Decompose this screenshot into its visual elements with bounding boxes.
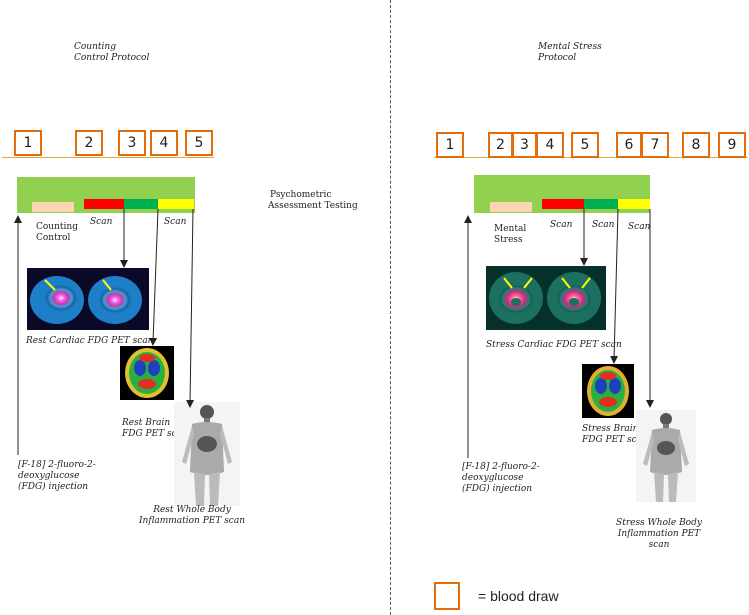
left-whole-body-pet-graphic (182, 405, 232, 506)
left-condition-segment (32, 202, 74, 212)
right-injection-line3: (FDG) injection (462, 484, 533, 494)
right-brain-arrow (610, 208, 619, 364)
left-timeline (2, 157, 214, 158)
left-condition-label: Counting Control (36, 222, 78, 244)
right-scan-label-1: Scan (550, 220, 573, 230)
right-protocol-title: Mental Stress Protocol (538, 42, 602, 64)
right-brain-pet-graphic (587, 366, 629, 416)
left-green-segment (124, 199, 158, 209)
left-blood-draw-box-2: 2 (75, 130, 103, 156)
legend-blood-draw-box (434, 582, 460, 610)
right-whole-body-pet-graphic (643, 413, 689, 502)
panel-divider (390, 0, 391, 615)
left-blood-draw-box-4: 4 (150, 130, 178, 156)
right-brain-line1: Stress Brain (582, 424, 639, 434)
right-red-segment (542, 199, 584, 209)
right-whole-body-pet-image (636, 410, 696, 502)
left-scan-label-1: Scan (90, 217, 113, 227)
left-yellow-segment (158, 199, 194, 209)
left-body-line1: Rest Whole Body (153, 505, 231, 515)
right-blood-draw-box-4: 4 (536, 132, 564, 158)
right-brain-pet-image (582, 364, 634, 418)
legend-text: = blood draw (478, 588, 559, 604)
left-blood-draw-box-3: 3 (118, 130, 146, 156)
right-cardiac-label: Stress Cardiac FDG PET scan (486, 340, 622, 350)
right-cardiac-pet-graphic (489, 272, 601, 324)
right-injection-line1: [F-18] 2-fluoro-2- (462, 462, 540, 472)
psych-line1: Psychometric (270, 190, 332, 200)
right-body-label: Stress Whole Body Inflammation PET scan (604, 518, 714, 551)
right-body-line2: Inflammation PET (617, 529, 701, 539)
left-brain-pet-graphic (125, 348, 169, 398)
right-green-segment (584, 199, 618, 209)
left-blood-draw-box-5: 5 (185, 130, 213, 156)
left-cardiac-pet-graphic (30, 276, 142, 324)
left-cardiac-label: Rest Cardiac FDG PET scan (26, 336, 154, 346)
right-yellow-segment (618, 199, 650, 209)
right-blood-draw-box-3: 3 (512, 132, 537, 158)
left-injection-line1: [F-18] 2-fluoro-2- (18, 460, 96, 470)
right-blood-draw-box-8: 8 (682, 132, 710, 158)
right-brain-label: Stress Brain FDG PET sca (582, 424, 642, 446)
right-scan-label-2: Scan (592, 220, 615, 230)
right-body-line1: Stress Whole Body (616, 518, 702, 528)
left-scan-label-2: Scan (164, 217, 187, 227)
left-title-line2: Control Protocol (74, 53, 150, 63)
right-cardiac-pet-image (486, 266, 606, 330)
right-injection-label: [F-18] 2-fluoro-2- deoxyglucose (FDG) in… (462, 462, 540, 495)
right-condition-label: Mental Stress (494, 224, 526, 246)
left-blood-draw-box-1: 1 (14, 130, 42, 156)
psychometric-testing-label: Psychometric Assessment Testing (268, 190, 358, 212)
left-injection-line2: deoxyglucose (18, 471, 80, 481)
left-condition-line1: Counting (36, 222, 78, 232)
left-whole-body-pet-image (174, 402, 240, 506)
right-condition-line1: Mental (494, 224, 527, 234)
left-injection-label: [F-18] 2-fluoro-2- deoxyglucose (FDG) in… (18, 460, 96, 493)
right-blood-draw-box-9: 9 (718, 132, 746, 158)
left-red-segment (84, 199, 124, 209)
left-body-line2: Inflammation PET scan (138, 516, 246, 526)
right-blood-draw-box-1: 1 (436, 132, 464, 158)
right-condition-segment (490, 202, 532, 212)
left-condition-line2: Control (36, 233, 71, 243)
right-blood-draw-box-7: 7 (641, 132, 669, 158)
left-brain-label: Rest Brain FDG PET scan (122, 418, 188, 440)
left-body-label: Rest Whole Body Inflammation PET scan (132, 505, 252, 527)
left-brain-line2: FDG PET scan (122, 429, 188, 439)
right-brain-line2: FDG PET sca (582, 435, 643, 445)
right-blood-draw-box-5: 5 (571, 132, 599, 158)
right-condition-line2: Stress (494, 235, 523, 245)
left-brain-line1: Rest Brain (122, 418, 171, 428)
right-blood-draw-box-6: 6 (616, 132, 642, 158)
right-title-line1: Mental Stress (538, 42, 602, 52)
left-brain-pet-image (120, 346, 174, 400)
right-title-line2: Protocol (538, 53, 577, 63)
left-title-line1: Counting (74, 42, 116, 52)
right-body-line3: scan (648, 540, 670, 550)
psych-line2: Assessment Testing (268, 201, 358, 211)
left-protocol-title: Counting Control Protocol (74, 42, 149, 64)
left-body-arrow (186, 208, 195, 408)
left-cardiac-pet-image (27, 268, 149, 330)
right-injection-line2: deoxyglucose (462, 473, 524, 483)
left-brain-arrow (149, 208, 159, 346)
right-scan-label-3: Scan (628, 222, 651, 232)
left-injection-line3: (FDG) injection (18, 482, 89, 492)
